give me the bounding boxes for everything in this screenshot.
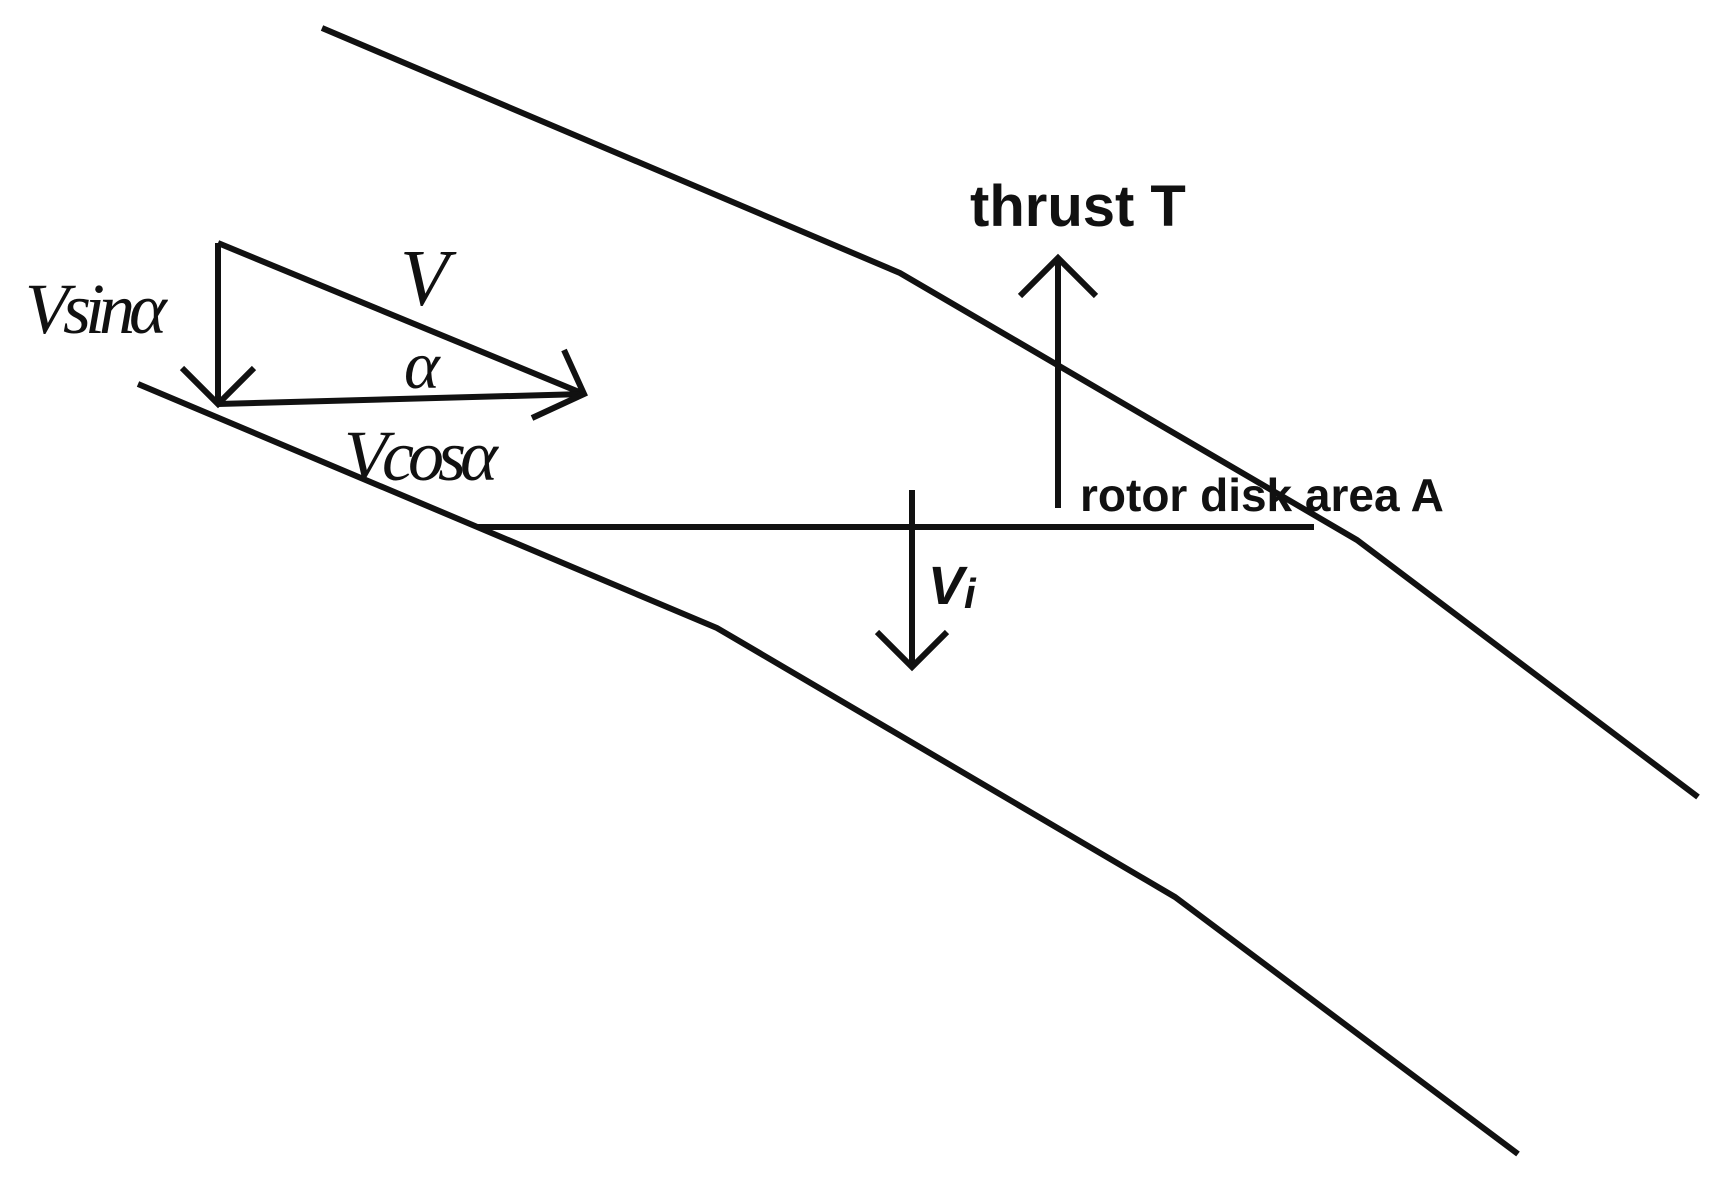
v-sin-alpha-label: Vsinα [25,269,168,349]
velocity-triangle [179,240,588,421]
velocity-tip-arrowhead [530,348,588,421]
induced-velocity-arrow [874,490,950,672]
thrust-arrow [1017,253,1099,508]
v-label: V [400,235,457,323]
v-vector [216,240,586,397]
upper-streamtube-boundary [320,25,1700,800]
v-cos-vector [217,391,585,407]
induced-velocity-base: V [928,556,968,616]
v-cos-alpha-label: Vcosα [344,416,499,496]
rotor-disk-label: rotor disk area A [1080,469,1444,521]
induced-velocity-label: Vi [928,556,977,617]
alpha-label: α [404,327,441,403]
thrust-label: thrust T [970,174,1186,239]
induced-velocity-subscript: i [964,570,977,617]
lower-streamtube-boundary [136,381,1520,1157]
